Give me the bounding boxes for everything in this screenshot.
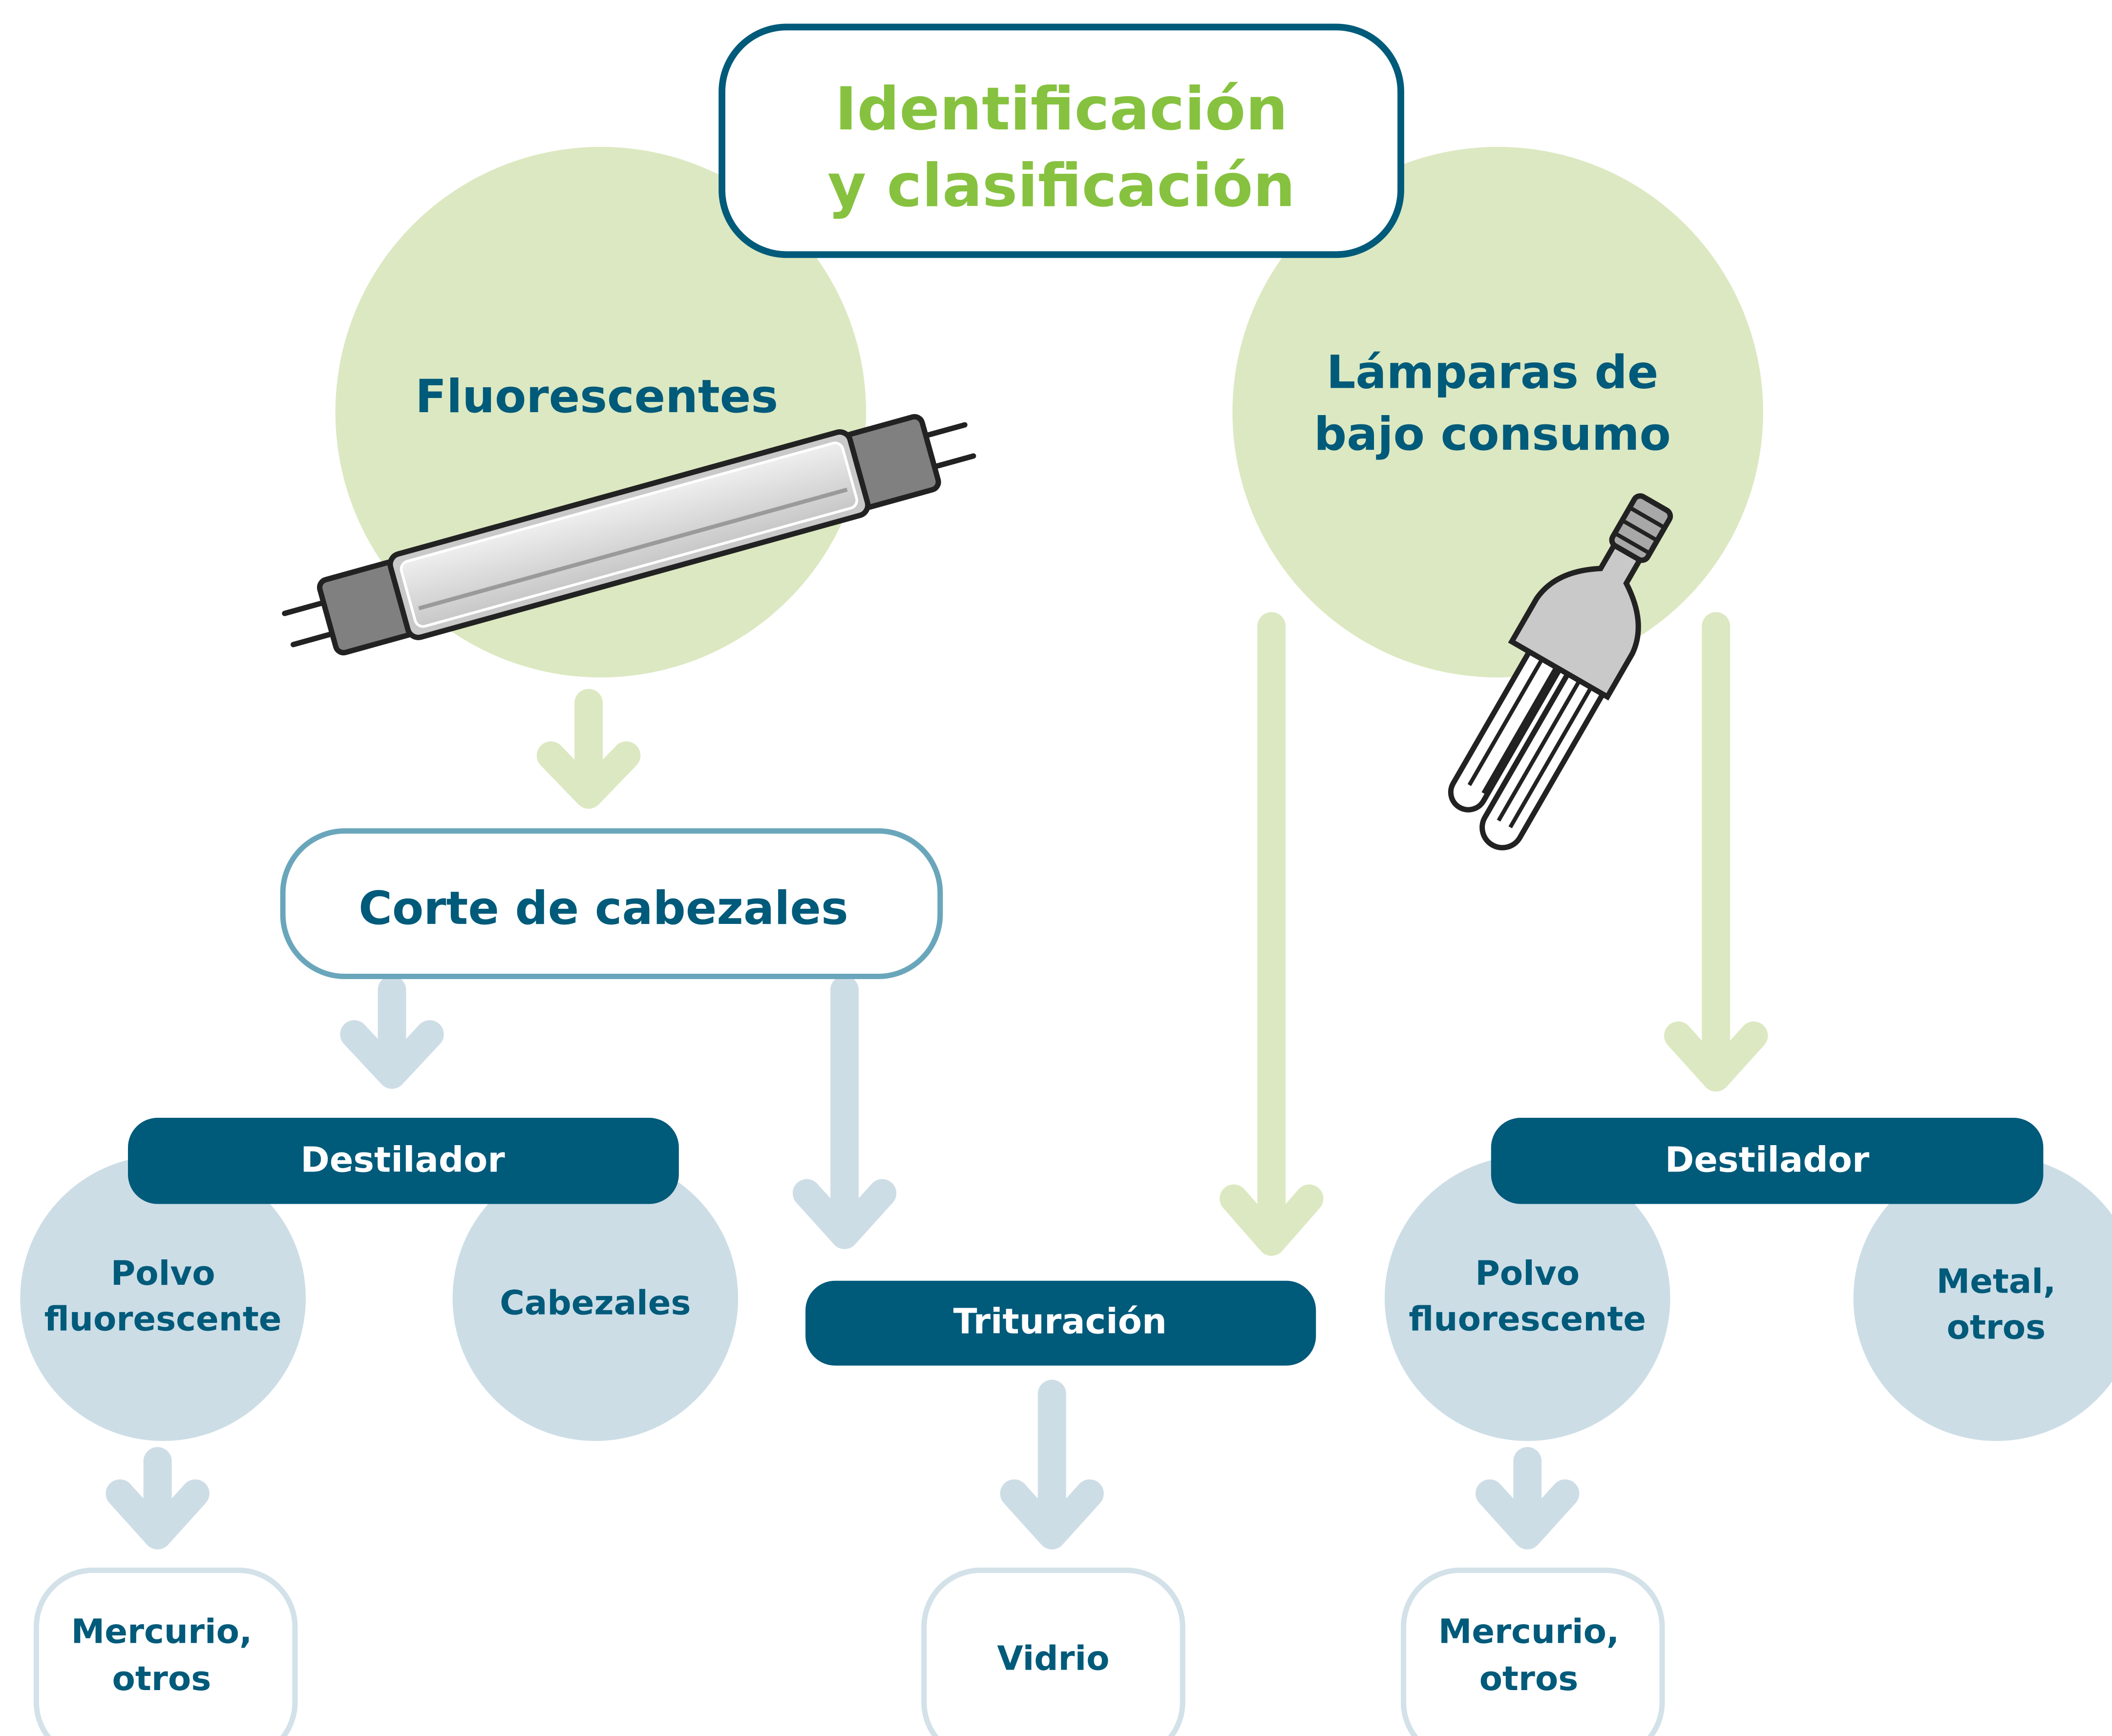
- cabezales-label: Cabezales: [500, 1284, 691, 1323]
- fluorescent-tube-icon: [282, 414, 976, 656]
- bajo-consumo-line-2: bajo consumo: [1314, 408, 1671, 461]
- mercurio-right-line-2: otros: [1479, 1659, 1579, 1698]
- mercurio-left-box: Mercurio, otros: [33, 1568, 298, 1736]
- destilador-left-label: Destilador: [300, 1139, 505, 1180]
- blue-arrow-to-mercurio-left: [106, 1447, 210, 1549]
- trituracion-bar: Trituración: [805, 1280, 1316, 1366]
- mercurio-right-box: Mercurio, otros: [1400, 1568, 1665, 1736]
- polvo-right-line-1: Polvo: [1475, 1254, 1580, 1293]
- destilador-right-label: Destilador: [1665, 1139, 1870, 1180]
- green-arrow-to-corte: [536, 689, 641, 809]
- corte-de-cabezales-label: Corte de cabezales: [359, 882, 848, 935]
- vidrio-label: Vidrio: [997, 1639, 1109, 1678]
- blue-arrow-to-mercurio-right: [1476, 1447, 1580, 1549]
- mercurio-left-line-1: Mercurio,: [71, 1612, 252, 1652]
- bajo-consumo-line-1: Lámparas de: [1327, 346, 1659, 399]
- destilador-right-bar: Destilador: [1491, 1118, 2044, 1204]
- metal-circle: [1853, 1155, 2112, 1441]
- blue-arrow-to-destilador-left: [340, 976, 444, 1089]
- blue-arrow-to-vidrio: [1000, 1380, 1104, 1549]
- fluorescentes-label: Fluorescentes: [415, 370, 778, 423]
- blue-arrow-to-trituracion: [792, 976, 897, 1249]
- polvo-right-line-2: fluorescente: [1409, 1300, 1646, 1339]
- polvo-left-line-2: fluorescente: [44, 1300, 282, 1339]
- corte-de-cabezales-box: Corte de cabezales: [280, 828, 943, 980]
- polvo-right-circle: [1384, 1155, 1670, 1441]
- title-line-2: y clasificación: [827, 151, 1295, 220]
- trituracion-label: Trituración: [953, 1300, 1167, 1341]
- green-arrow-to-destilador-right: [1664, 612, 1768, 1092]
- vidrio-box: Vidrio: [921, 1568, 1185, 1736]
- title-line-1: Identificación: [835, 74, 1288, 144]
- polvo-left-line-1: Polvo: [111, 1254, 215, 1293]
- destilador-left-bar: Destilador: [127, 1118, 679, 1204]
- polvo-left-circle: [20, 1155, 306, 1441]
- cabezales-circle: [452, 1155, 739, 1441]
- metal-line-2: otros: [1946, 1308, 2046, 1347]
- cfl-bulb-icon: [1448, 493, 1673, 851]
- mercurio-left-line-2: otros: [112, 1659, 211, 1698]
- mercurio-right-line-1: Mercurio,: [1438, 1612, 1619, 1652]
- metal-line-1: Metal,: [1937, 1262, 2056, 1301]
- green-arrow-to-trituracion: [1220, 612, 1324, 1256]
- title-box: Identificación y clasificación: [718, 23, 1404, 258]
